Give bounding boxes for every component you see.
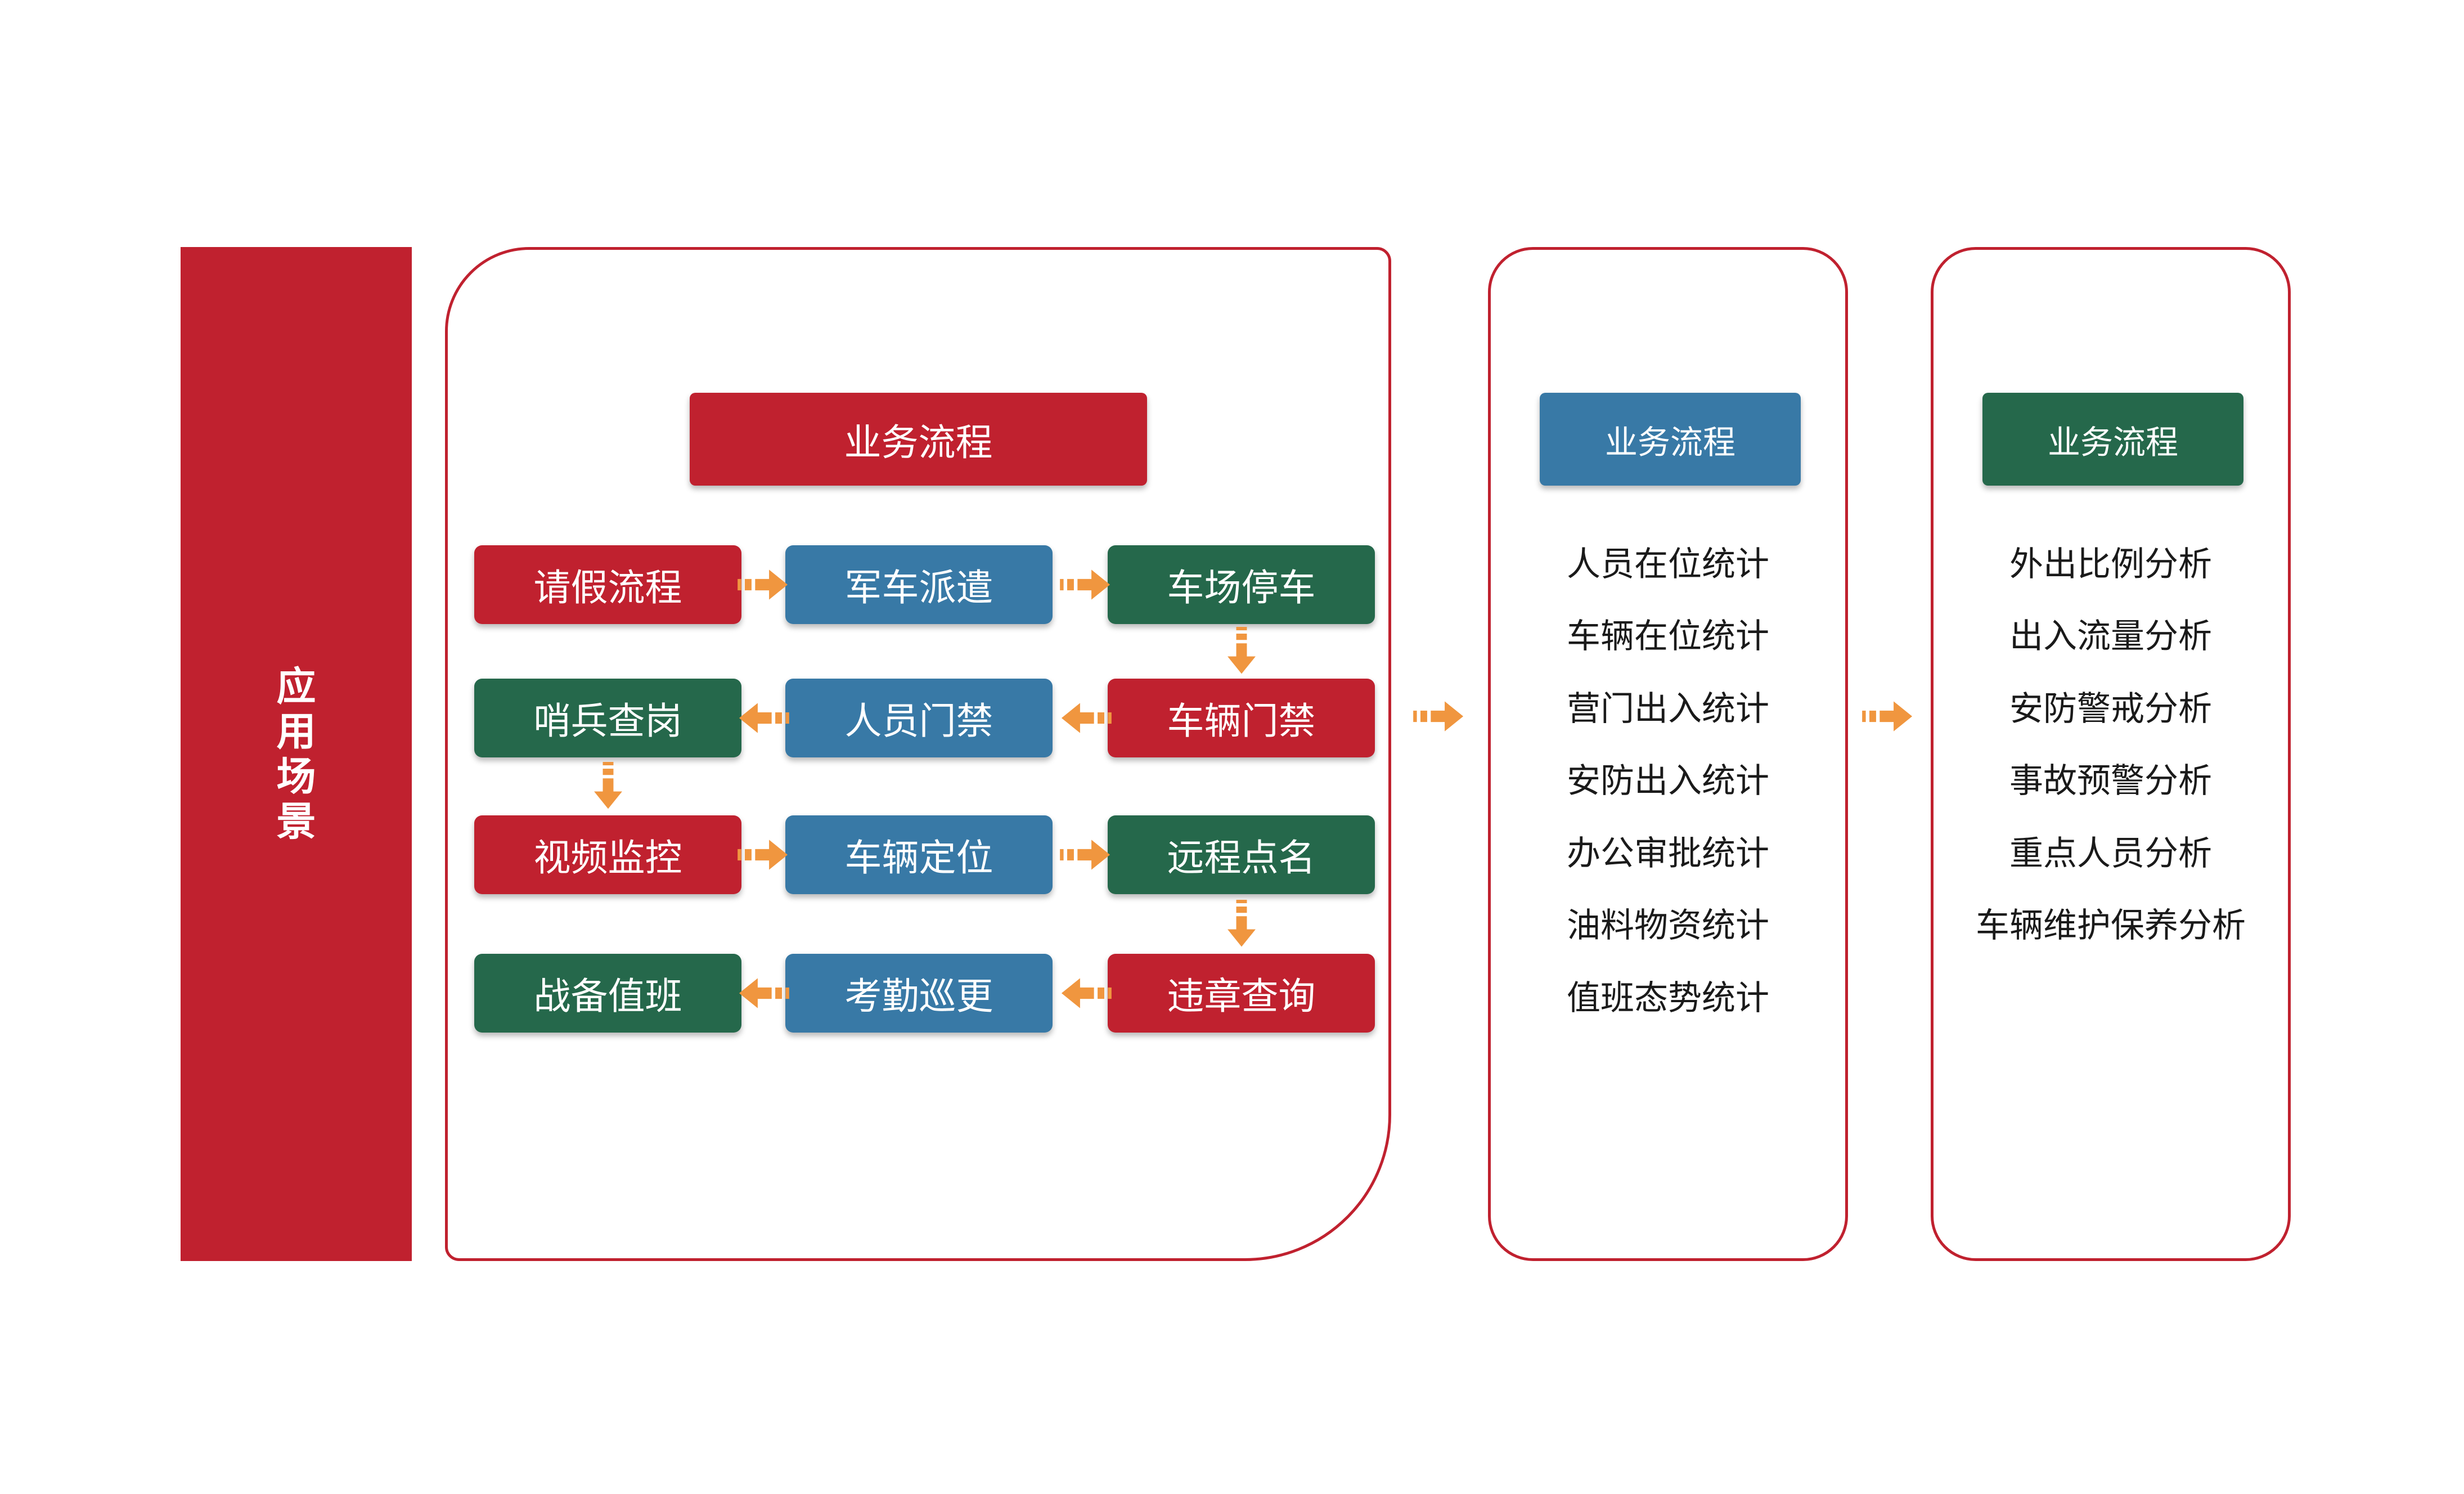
flow-box-r2c1: 哨兵查岗 <box>474 679 741 757</box>
flow-panel: 业务流程 请假流程军车派遣车场停车哨兵查岗人员门禁车辆门禁视频监控车辆定位远程点… <box>445 247 1391 1261</box>
list-item: 油料物资统计 <box>1567 906 1769 946</box>
list-item: 人员在位统计 <box>1567 544 1769 584</box>
flow-box-r3c1: 视频监控 <box>474 815 741 894</box>
list-item: 安防出入统计 <box>1567 761 1769 801</box>
flow-left-arrow-icon-r2-1 <box>738 699 789 737</box>
list-item: 值班态势统计 <box>1567 978 1769 1018</box>
flow-right-arrow-icon-r3-2 <box>1060 836 1112 873</box>
flow-box-r2c2: 人员门禁 <box>785 679 1053 757</box>
analysis-panel: 业务流程 外出比例分析出入流量分析安防警戒分析事故预警分析重点人员分析车辆维护保… <box>1931 247 2291 1261</box>
flow-right-arrow-icon-r3-1 <box>738 836 789 873</box>
list-item: 出入流量分析 <box>2009 617 2212 657</box>
scenario-sidebar: 应用场景 <box>181 247 412 1261</box>
flow-box-r3c3: 远程点名 <box>1108 815 1375 894</box>
list-item: 车辆维护保养分析 <box>1976 906 2246 946</box>
flow-down-arrow-icon-row1 <box>1224 627 1259 675</box>
list-item: 办公审批统计 <box>1567 833 1769 873</box>
analysis-list: 外出比例分析出入流量分析安防警戒分析事故预警分析重点人员分析车辆维护保养分析 <box>1934 525 2288 959</box>
list-item: 营门出入统计 <box>1567 689 1769 729</box>
flow-right-arrow-icon-r1-1 <box>738 566 789 603</box>
flow-left-arrow-icon-r4-1 <box>738 975 789 1012</box>
list-item: 事故预警分析 <box>2009 761 2212 801</box>
flow-down-arrow-icon-row3 <box>1224 900 1259 948</box>
list-item: 车辆在位统计 <box>1567 617 1769 657</box>
list-item: 外出比例分析 <box>2009 544 2212 584</box>
flow-box-r3c2: 车辆定位 <box>785 815 1053 894</box>
flow-right-arrow-icon-r1-2 <box>1060 566 1112 603</box>
stats-panel: 业务流程 人员在位统计车辆在位统计营门出入统计安防出入统计办公审批统计油料物资统… <box>1488 247 1848 1261</box>
flow-box-r1c3: 车场停车 <box>1108 545 1375 624</box>
flow-box-r1c1: 请假流程 <box>474 545 741 624</box>
flow-grid: 请假流程军车派遣车场停车哨兵查岗人员门禁车辆门禁视频监控车辆定位远程点名战备值班… <box>448 250 1388 1258</box>
scenario-sidebar-label: 应用场景 <box>276 663 316 845</box>
flow-left-arrow-icon-r4-2 <box>1060 975 1112 1012</box>
flow-box-r2c3: 车辆门禁 <box>1108 679 1375 757</box>
stats-list: 人员在位统计车辆在位统计营门出入统计安防出入统计办公审批统计油料物资统计值班态势… <box>1491 525 1845 1031</box>
list-item: 重点人员分析 <box>2009 833 2212 873</box>
flow-to-stats-arrow-icon <box>1413 698 1465 735</box>
list-item: 安防警戒分析 <box>2009 689 2212 729</box>
flow-box-r4c3: 违章查询 <box>1108 954 1375 1033</box>
stats-to-analysis-arrow-icon <box>1862 698 1914 735</box>
analysis-panel-header: 业务流程 <box>1982 393 2243 486</box>
flow-left-arrow-icon-r2-2 <box>1060 699 1112 737</box>
flow-box-r4c1: 战备值班 <box>474 954 741 1033</box>
flow-down-arrow-icon-row2 <box>591 762 626 810</box>
flow-box-r4c2: 考勤巡更 <box>785 954 1053 1033</box>
flow-panel-header: 业务流程 <box>690 393 1147 486</box>
flow-box-r1c2: 军车派遣 <box>785 545 1053 624</box>
stats-panel-header: 业务流程 <box>1540 393 1801 486</box>
